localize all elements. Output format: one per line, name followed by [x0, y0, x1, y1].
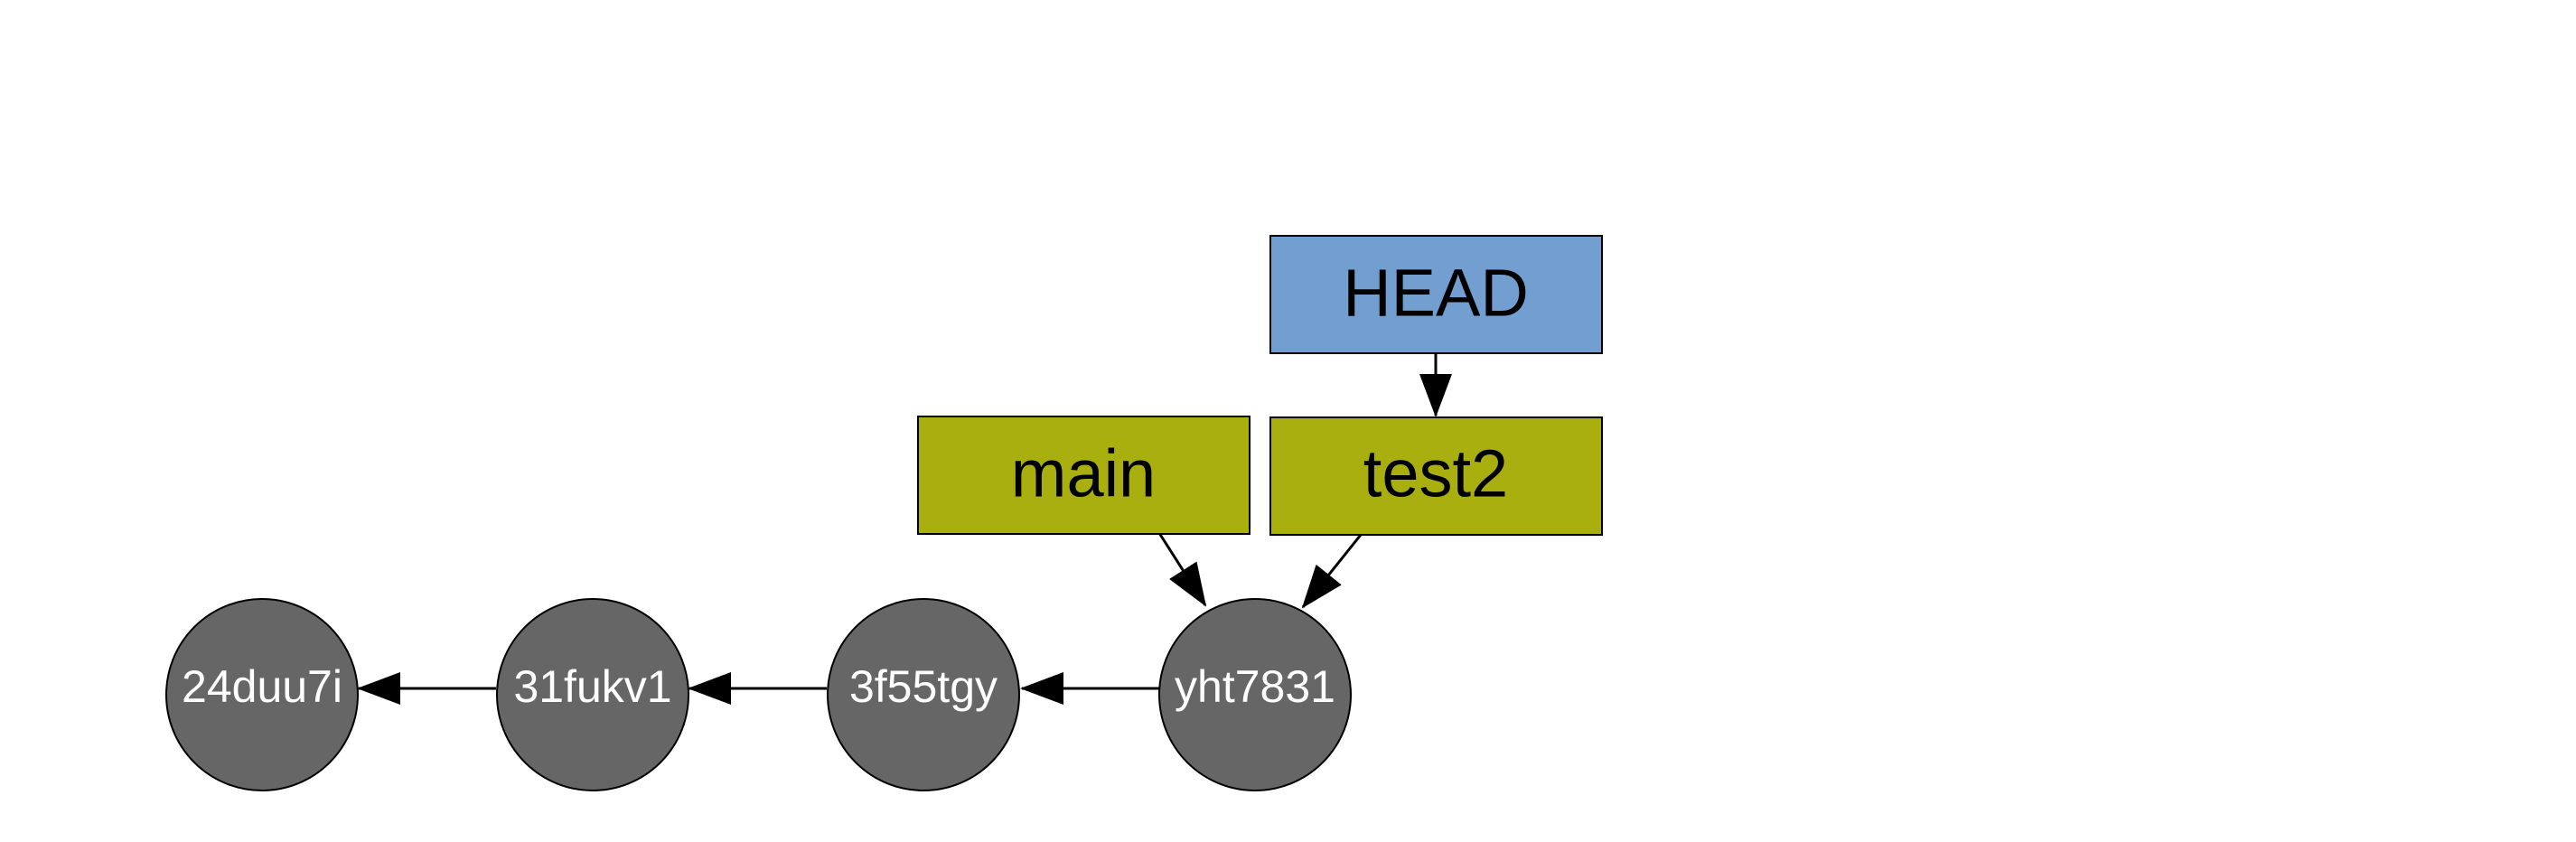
- branch-box: [1269, 416, 1603, 536]
- branch-ref-test2: test2: [1269, 416, 1603, 536]
- commit-label: 3f55tgy: [849, 661, 998, 712]
- commit-circle: [496, 598, 689, 791]
- head-label: HEAD: [1343, 256, 1529, 331]
- commit-circle: [1158, 598, 1352, 791]
- pointer-main-to-yht7831: [1157, 532, 1207, 607]
- commit-label: 31fukv1: [513, 661, 671, 712]
- branch-ref-main: main: [917, 416, 1251, 535]
- branch-label: test2: [1363, 436, 1508, 511]
- commit-node: 3f55tgy: [827, 598, 1020, 791]
- commit-label: 24duu7i: [182, 661, 342, 712]
- commit-node: 31fukv1: [496, 598, 689, 791]
- branch-label: main: [1011, 436, 1156, 511]
- commit-circle: [165, 598, 359, 791]
- pointer-test2-to-yht7831: [1301, 534, 1363, 609]
- ref-pointers: [1157, 354, 1452, 609]
- head-box: [1269, 235, 1603, 354]
- commit-node: yht7831: [1158, 598, 1352, 791]
- branch-box: [917, 416, 1251, 535]
- commit-node: 24duu7i: [165, 598, 359, 791]
- head-ref: HEAD: [1269, 235, 1603, 354]
- commit-circle: [827, 598, 1020, 791]
- commit-label: yht7831: [1175, 661, 1335, 712]
